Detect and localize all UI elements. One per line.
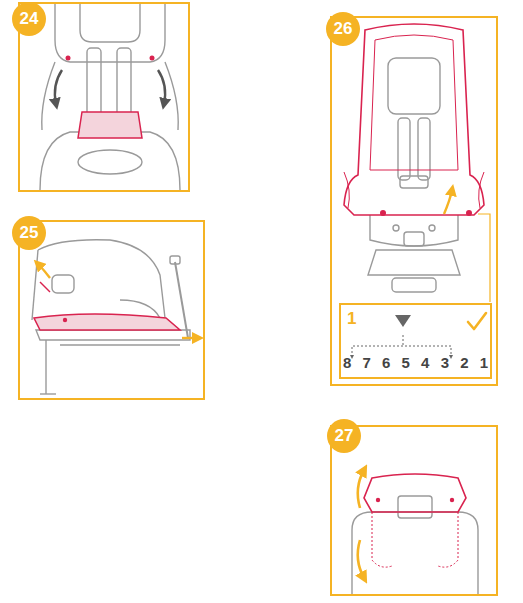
step-panel: 27 [330,425,498,596]
callout-number: 1 [347,310,356,328]
arrow [38,264,50,278]
arrow [358,540,364,578]
seat-front-view [40,4,180,190]
arrow [158,70,165,104]
pad-dot [466,210,472,216]
arrow [444,190,452,214]
pad-dot [63,318,67,322]
cover-seam [344,172,484,208]
position-inset: 1 8 7 6 5 4 3 2 1 [339,303,492,379]
step-number: 24 [12,2,46,36]
crotch-pad [78,112,142,138]
seat-front-view [368,58,460,292]
seat-side-view [32,240,190,394]
cover-seam [370,35,458,170]
step-number: 27 [327,419,361,453]
step-panel: 25 [18,220,205,400]
step-number: 26 [326,12,360,46]
seat-cover [344,24,484,215]
pad-dot [150,56,155,61]
position-scale: 8 7 6 5 4 3 2 1 [343,355,488,371]
pad-dot [66,56,71,61]
seat-cover [34,314,180,330]
step-number: 25 [12,216,46,250]
arrow [55,70,62,104]
step-panel: 24 [18,2,190,192]
pad-dot [380,210,386,216]
position-marker [395,315,411,327]
pad-dot [450,498,454,502]
leader-line [478,214,490,302]
cover-edge [364,474,466,512]
step-panel: 2618 7 6 5 4 3 2 1 [330,16,498,386]
hidden-cover [372,512,458,567]
range-bracket [403,335,404,346]
pad-dot [376,498,380,502]
arrow [182,337,198,339]
cover-edge [40,282,50,292]
arrow [358,470,364,508]
check-mark [468,313,486,329]
